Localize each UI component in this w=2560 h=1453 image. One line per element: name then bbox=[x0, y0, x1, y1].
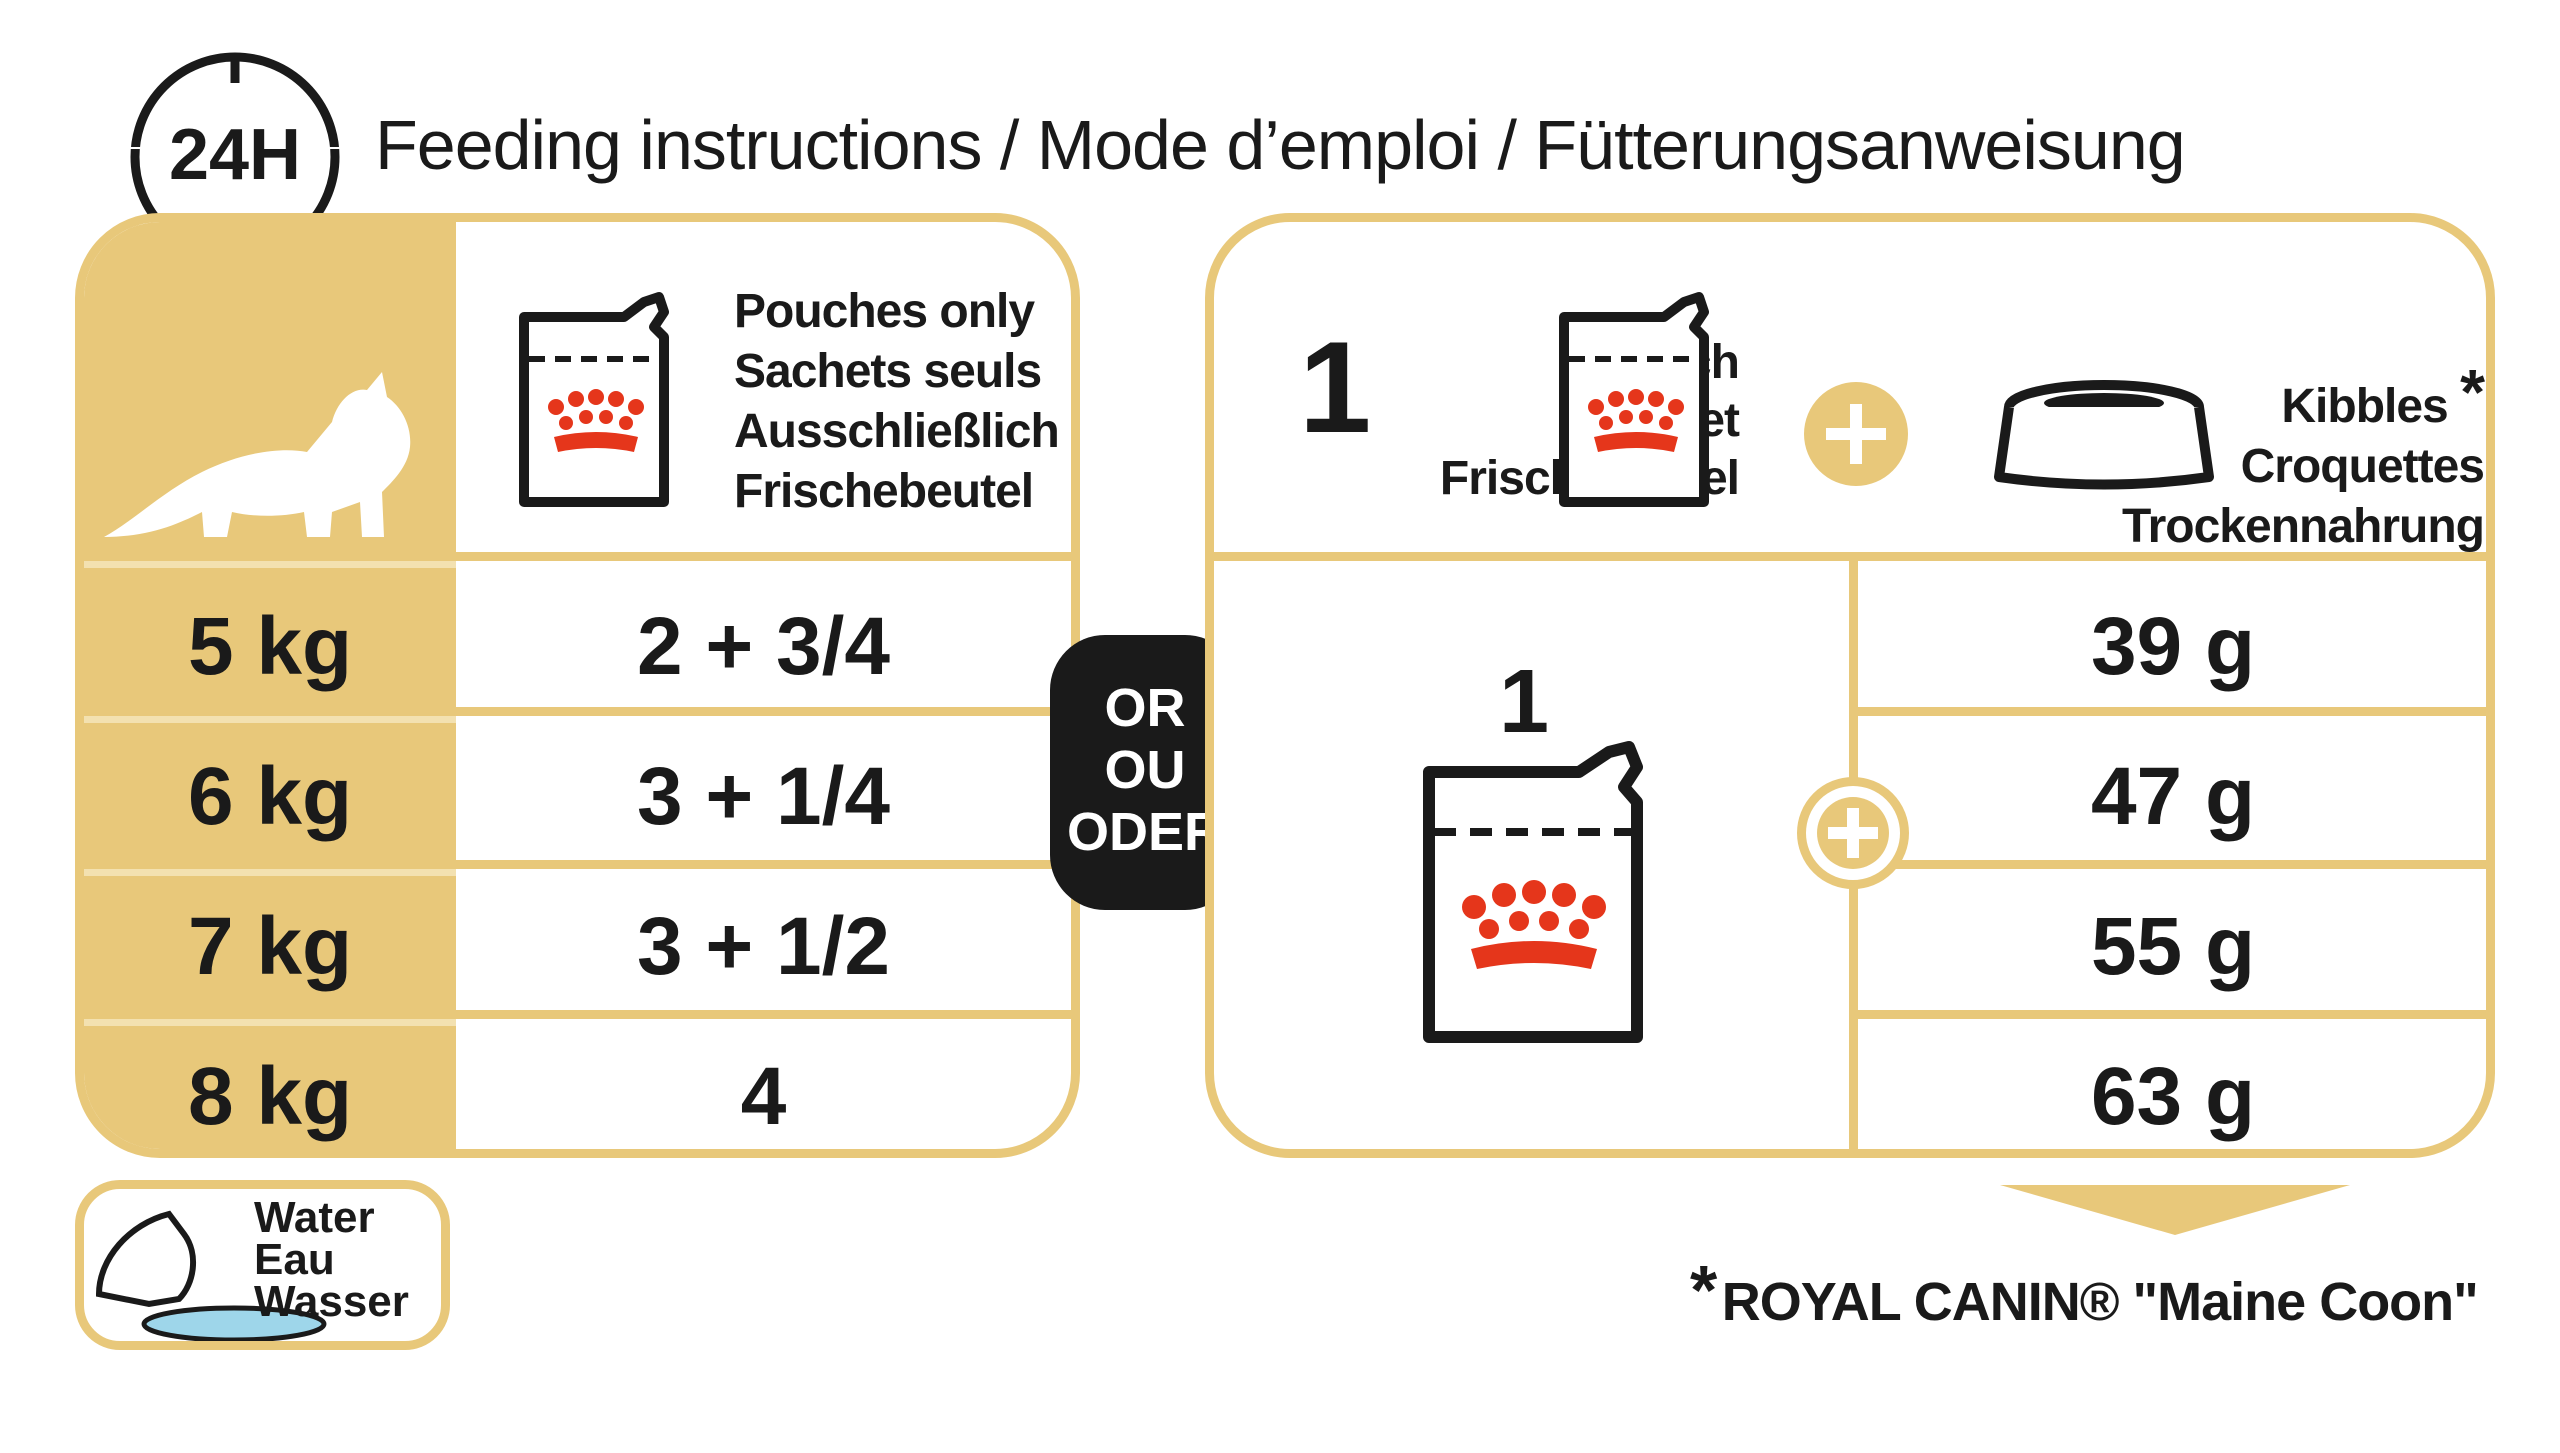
row-divider-light bbox=[84, 1019, 456, 1026]
or-label-de: ODER bbox=[1066, 802, 1223, 862]
row-divider-light bbox=[84, 869, 456, 876]
page-title: Feeding instructions / Mode d’emploi / F… bbox=[375, 106, 2186, 184]
water-label-fr: Eau bbox=[254, 1235, 335, 1284]
weight-cell: 6 kg bbox=[187, 751, 353, 842]
left-panel: Pouches only Sachets seuls Ausschließlic… bbox=[75, 213, 1080, 1158]
pouch-label-de2: Frischebeutel bbox=[734, 465, 1034, 518]
plus-icon bbox=[1804, 382, 1908, 486]
asterisk: * bbox=[2460, 356, 2485, 428]
pouch-count-cell: 3 + 1/4 bbox=[636, 751, 891, 842]
or-label-fr: OU bbox=[1104, 740, 1186, 800]
water-bowl-icon bbox=[89, 1199, 329, 1341]
pouch-label-en: Pouches only bbox=[734, 285, 1035, 338]
row-divider bbox=[1854, 1010, 2486, 1019]
kibble-amount-cell: 47 g bbox=[2090, 751, 2256, 842]
weight-cell: 7 kg bbox=[187, 901, 353, 992]
kibble-bowl-icon bbox=[1994, 367, 2214, 497]
pouch-icon-large bbox=[1419, 717, 1649, 1047]
pouch-labels: Pouches only Sachets seuls Ausschließlic… bbox=[734, 282, 1071, 522]
water-label-en: Water bbox=[254, 1193, 375, 1242]
kibble-amount-cell: 39 g bbox=[2090, 601, 2256, 692]
footnote: * ROYAL CANIN® "Maine Coon" bbox=[1690, 1250, 2479, 1333]
pouch-label-de: Ausschließlich bbox=[734, 405, 1060, 458]
weight-column bbox=[84, 222, 456, 1149]
water-box: Water Eau Wasser bbox=[75, 1180, 450, 1350]
row-divider bbox=[84, 1010, 1071, 1019]
kibble-label-de: Trockennahrung bbox=[2121, 500, 2485, 553]
water-labels: Water Eau Wasser bbox=[254, 1193, 409, 1326]
water-label-de: Wasser bbox=[254, 1277, 409, 1326]
pouch-count: 1 bbox=[1299, 314, 1372, 460]
row-divider-light bbox=[84, 716, 456, 723]
pouch-icon bbox=[514, 277, 674, 507]
pouch-icon bbox=[1554, 277, 1714, 507]
footnote-text: ROYAL CANIN® "Maine Coon" bbox=[1721, 1272, 2479, 1332]
kibble-label-en-text: Kibbles bbox=[2281, 380, 2448, 433]
pouch-label-fr: Sachets seuls bbox=[734, 345, 1042, 398]
kibble-label-en: Kibbles * bbox=[2114, 360, 2485, 437]
big-pouch-count: 1 bbox=[1498, 652, 1550, 752]
kibble-amount-cell: 63 g bbox=[2090, 1051, 2256, 1142]
pouch-count-cell: 4 bbox=[740, 1051, 787, 1142]
kibble-labels: Kibbles * Croquettes Trockennahrung bbox=[2114, 360, 2485, 557]
row-divider bbox=[1854, 707, 2486, 716]
arrow-down-icon bbox=[2000, 1185, 2350, 1235]
clock-label: 24H bbox=[168, 115, 302, 195]
pouch-count-cell: 2 + 3/4 bbox=[636, 601, 891, 692]
row-divider bbox=[84, 860, 1071, 869]
right-panel: 1 Pouch Sachet Frischebeutel Kibbles bbox=[1205, 213, 2495, 1158]
cat-icon bbox=[92, 352, 452, 552]
row-divider bbox=[84, 552, 1071, 561]
row-divider bbox=[84, 707, 1071, 716]
weight-cell: 8 kg bbox=[187, 1051, 353, 1142]
kibble-label-fr: Croquettes bbox=[2240, 440, 2485, 493]
plus-icon bbox=[1797, 777, 1909, 889]
row-divider bbox=[1214, 552, 2486, 561]
weight-cell: 5 kg bbox=[187, 601, 353, 692]
row-divider-light bbox=[84, 561, 456, 568]
pouch-count-cell: 3 + 1/2 bbox=[636, 901, 891, 992]
row-divider bbox=[1854, 860, 2486, 869]
or-label-en: OR bbox=[1104, 678, 1186, 738]
footnote-asterisk: * bbox=[1690, 1251, 1718, 1329]
kibble-amount-cell: 55 g bbox=[2090, 901, 2256, 992]
